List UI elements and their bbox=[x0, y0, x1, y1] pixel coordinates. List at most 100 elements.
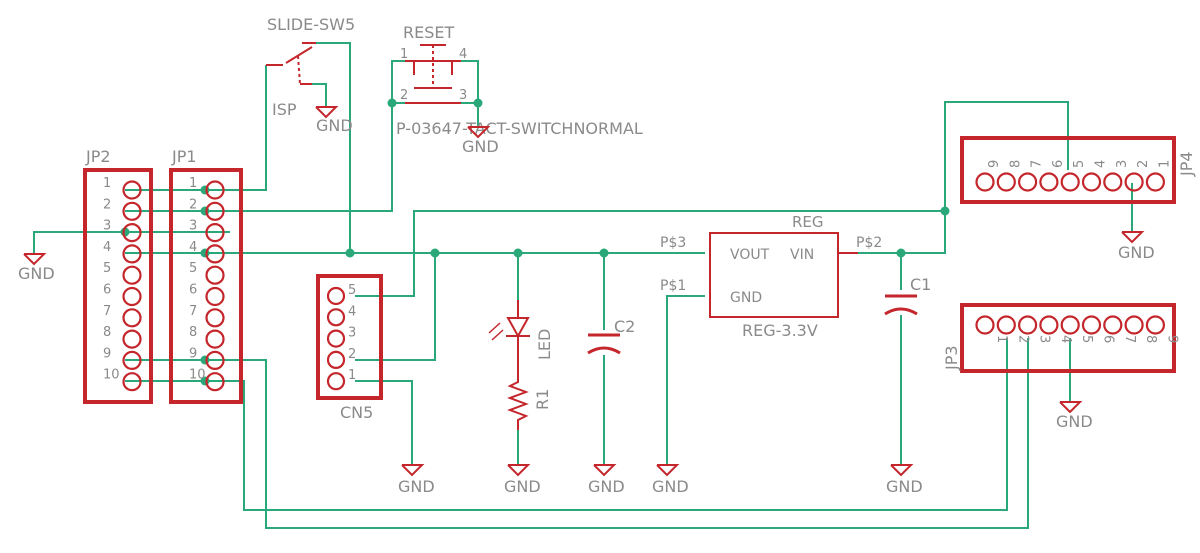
led-label: LED bbox=[535, 329, 554, 360]
reset-switch: RESET P-03647-TACT-SWITCHNORMAL 1 2 3 4 bbox=[396, 23, 643, 138]
jp2-pin-7 bbox=[122, 308, 142, 328]
jp1-pin-number: 1 bbox=[189, 176, 197, 191]
jp2-pin-1 bbox=[122, 180, 142, 200]
wire-slide-sw-to-vcc bbox=[316, 42, 351, 253]
gnd-reg: GND bbox=[652, 464, 689, 496]
regulator: REG REG-3.3V VOUT VIN GND P$3 P$1 P$2 bbox=[660, 213, 882, 340]
reg-part-label: REG-3.3V bbox=[742, 321, 818, 340]
reg-vin-label: VIN bbox=[790, 247, 814, 263]
jp2-pin-10 bbox=[122, 372, 142, 392]
jp2-pin-number: 5 bbox=[103, 261, 111, 276]
jp4-pin-number: 9 bbox=[987, 160, 1002, 168]
reset-label: RESET bbox=[403, 23, 454, 42]
junction bbox=[513, 248, 523, 258]
jp3-label: JP3 bbox=[942, 345, 961, 371]
resistor-r1: R1 bbox=[507, 378, 552, 465]
jp3-pin-number: 6 bbox=[1101, 335, 1116, 343]
gnd-label: GND bbox=[504, 477, 541, 496]
gnd-label: GND bbox=[652, 477, 689, 496]
wire-jp2-9 bbox=[125, 338, 1029, 529]
reset-pin-3: 3 bbox=[459, 88, 467, 103]
jp2-pin-2 bbox=[122, 201, 142, 221]
jp1-pin-2 bbox=[205, 201, 225, 221]
jp4-pin-number: 8 bbox=[1008, 160, 1023, 168]
jp4-pin-9 bbox=[975, 172, 995, 192]
jp3-pin-1 bbox=[975, 315, 995, 335]
gnd-jp3: GND bbox=[1056, 401, 1093, 431]
capacitor-c1: C1 bbox=[884, 275, 931, 316]
jp3-pin-number: 2 bbox=[1015, 335, 1030, 343]
jp2-pin-5 bbox=[122, 265, 142, 285]
gnd-cn5: GND bbox=[398, 464, 435, 496]
gnd-label: GND bbox=[1118, 243, 1155, 262]
gnd-r1: GND bbox=[504, 464, 541, 496]
jp4-label: JP4 bbox=[1177, 151, 1196, 177]
jp2-pin-number: 9 bbox=[103, 346, 111, 361]
jp2-pin-number: 7 bbox=[103, 304, 111, 319]
reset-pin-2: 2 bbox=[400, 88, 408, 103]
jp2-pin-3 bbox=[122, 223, 142, 243]
jp3-pin-2 bbox=[996, 315, 1016, 335]
wire-reset-pin4 bbox=[461, 60, 479, 103]
jp4-pin-number: 7 bbox=[1030, 160, 1045, 168]
jp1-pin-4 bbox=[205, 244, 225, 264]
jp1-pin-number: 9 bbox=[189, 346, 197, 361]
reg-vout-label: VOUT bbox=[730, 247, 770, 263]
gnd-reset: GND bbox=[462, 126, 499, 156]
cn5-pin-number: 3 bbox=[348, 326, 356, 341]
slide-switch-label: SLIDE-SW5 bbox=[267, 15, 355, 34]
jp1-pin-5 bbox=[205, 265, 225, 285]
cn5-pin-number: 2 bbox=[348, 347, 356, 362]
jp1-pin-number: 5 bbox=[189, 261, 197, 276]
cn5-pin-2 bbox=[326, 350, 346, 369]
jp4-pin-number: 5 bbox=[1072, 160, 1087, 168]
jp4-pin-5 bbox=[1060, 172, 1080, 192]
junction bbox=[940, 206, 950, 216]
jp3-pin-number: 8 bbox=[1143, 335, 1158, 343]
jp1-pin-number: 8 bbox=[189, 325, 197, 340]
gnd-label: GND bbox=[18, 264, 55, 283]
jp3-pin-number: 9 bbox=[1164, 335, 1179, 343]
jp3-pin-9 bbox=[1145, 315, 1166, 335]
jp4-pin-number: 3 bbox=[1115, 160, 1130, 168]
wire-slide-gnd bbox=[312, 83, 327, 107]
jp4-pin-2 bbox=[1124, 172, 1144, 192]
reset-pin-4: 4 bbox=[459, 47, 467, 62]
ground-symbols: GND GND GND GND GND GND GND GND GND GND bbox=[18, 106, 1155, 496]
jp1-pin-8 bbox=[205, 329, 225, 349]
reg-gnd-label: GND bbox=[730, 290, 762, 306]
gnd-left: GND bbox=[18, 253, 55, 283]
gnd-label: GND bbox=[1056, 412, 1093, 431]
jp4-pin-4 bbox=[1081, 172, 1102, 192]
jp4-pin-1 bbox=[1145, 172, 1166, 192]
jp3-pin-4 bbox=[1039, 315, 1059, 335]
jp1-pin-6 bbox=[205, 286, 225, 307]
led: LED bbox=[488, 300, 554, 378]
cn5-label: CN5 bbox=[340, 403, 373, 422]
wire-slide-sw-to-jp1-1 bbox=[205, 65, 267, 191]
jp3-pin-number: 7 bbox=[1122, 335, 1137, 343]
wire-cn5-2 bbox=[355, 253, 436, 361]
junction bbox=[430, 248, 440, 258]
jp3-pin-3 bbox=[1017, 315, 1038, 335]
jp2-pin-number: 2 bbox=[103, 197, 111, 212]
jp4-pin-number: 6 bbox=[1051, 160, 1066, 168]
r1-label: R1 bbox=[533, 389, 552, 410]
jp4-pin-7 bbox=[1017, 172, 1038, 192]
jp2-pin-4 bbox=[122, 244, 142, 264]
gnd-jp4: GND bbox=[1118, 231, 1155, 262]
cn5-pin-number: 5 bbox=[348, 283, 356, 298]
wire-cn5-1 bbox=[355, 380, 413, 465]
jp2-pin-number: 6 bbox=[103, 283, 111, 298]
net-p3-label: P$3 bbox=[660, 235, 686, 251]
jp4-pin-number: 1 bbox=[1157, 160, 1172, 168]
gnd-label: GND bbox=[316, 116, 353, 135]
gnd-label: GND bbox=[588, 477, 625, 496]
jp1-pin-number: 10 bbox=[189, 368, 206, 383]
junction bbox=[599, 248, 609, 258]
